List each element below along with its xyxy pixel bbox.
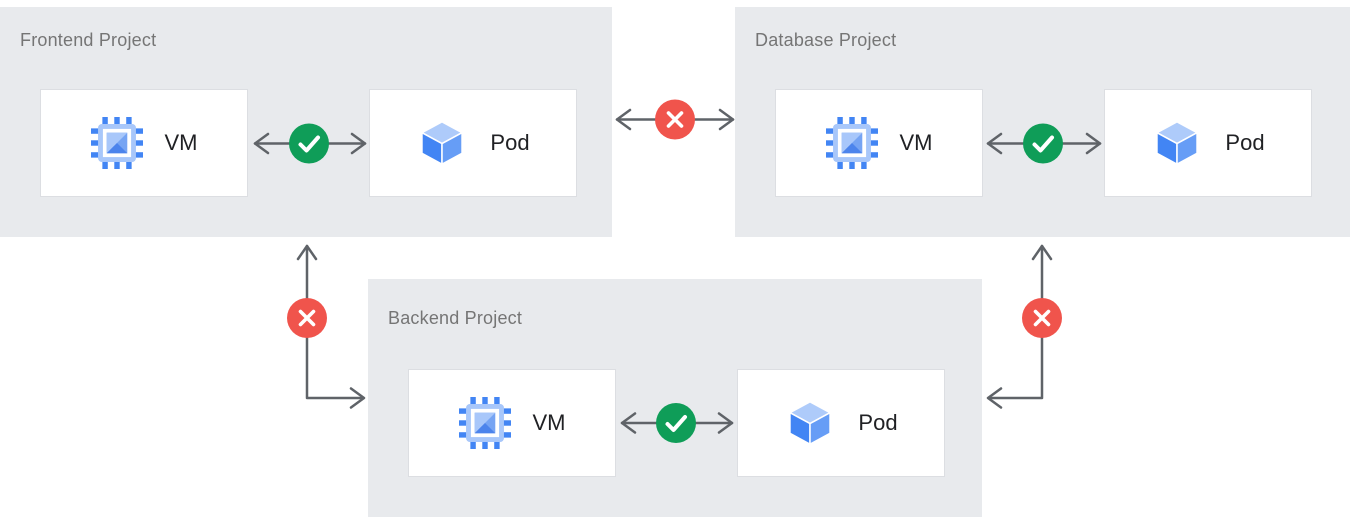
backend-vm-label: VM — [532, 410, 566, 435]
project-database: Database Project VM Pod — [735, 7, 1350, 237]
frontend-vm-label: VM — [164, 130, 198, 155]
backend-pod-label: Pod — [858, 410, 898, 435]
arrowhead-right-icon — [718, 108, 735, 131]
arrowhead-up-icon — [1031, 244, 1053, 261]
frontend-pod-card: Pod — [369, 89, 577, 197]
cross-icon — [287, 298, 327, 338]
pod-cube-icon — [416, 117, 468, 169]
pod-cube-icon — [784, 397, 836, 449]
database-pod-label: Pod — [1225, 130, 1265, 155]
vm-chip-icon — [826, 117, 878, 169]
project-frontend: Frontend Project VM Pod — [0, 7, 612, 237]
connector-database-backend — [986, 244, 1062, 409]
project-backend-title: Backend Project — [388, 308, 523, 328]
arrowhead-left-icon — [615, 108, 632, 131]
vm-chip-icon — [91, 117, 143, 169]
arrowhead-right-icon — [349, 387, 366, 409]
cross-icon — [1022, 298, 1062, 338]
cross-icon — [655, 99, 695, 140]
database-pod-card: Pod — [1104, 89, 1312, 197]
project-frontend-title: Frontend Project — [20, 30, 157, 50]
arrowhead-up-icon — [296, 244, 318, 261]
vm-chip-icon — [459, 397, 511, 449]
project-database-title: Database Project — [755, 30, 897, 50]
project-backend: Backend Project VM Pod — [368, 279, 982, 517]
backend-pod-card: Pod — [737, 369, 945, 477]
connector-frontend-database — [615, 99, 735, 140]
arrowhead-left-icon — [986, 387, 1003, 409]
pod-cube-icon — [1151, 117, 1203, 169]
frontend-vm-card: VM — [40, 89, 248, 197]
backend-vm-card: VM — [408, 369, 616, 477]
frontend-pod-label: Pod — [490, 130, 530, 155]
database-vm-card: VM — [775, 89, 983, 197]
database-vm-label: VM — [899, 130, 933, 155]
connector-frontend-backend — [287, 244, 366, 409]
